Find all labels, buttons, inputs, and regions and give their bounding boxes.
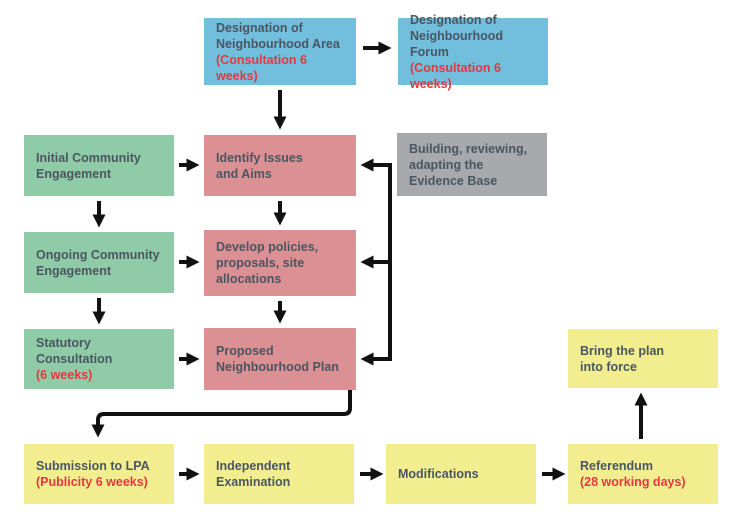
node-bring-into-force: Bring the plan into force (568, 329, 718, 388)
node-modifications: Modifications (386, 444, 536, 504)
node-submission-lpa-label: Submission to LPA (36, 459, 150, 473)
node-statutory-consultation-note: (6 weeks) (36, 368, 93, 382)
node-designation-forum-label: Designation of Neighbourhood Forum (410, 12, 504, 59)
node-independent-examination-label: Independent Examination (216, 459, 291, 489)
node-develop-policies-label: Develop policies, proposals, site alloca… (216, 240, 319, 286)
node-proposed-plan: Proposed Neighbourhood Plan (204, 328, 356, 390)
node-designation-forum: Designation of Neighbourhood Forum (Cons… (398, 13, 548, 91)
node-submission-lpa: Submission to LPA (Publicity 6 weeks) (24, 444, 174, 504)
node-referendum-note: (28 working days) (580, 475, 686, 489)
node-ongoing-engagement: Ongoing Community Engagement (24, 232, 174, 293)
node-statutory-consultation-label: Statutory Consultation (36, 336, 113, 366)
node-designation-area-note: (Consultation 6 weeks) (216, 52, 307, 83)
node-modifications-label: Modifications (398, 467, 479, 481)
node-identify-issues: Identify Issues and Aims (204, 135, 356, 196)
node-independent-examination: Independent Examination (204, 444, 354, 504)
node-designation-area: Designation of Neighbourhood Area (Consu… (204, 18, 356, 85)
node-identify-issues-label: Identify Issues and Aims (216, 150, 303, 181)
node-proposed-plan-label: Proposed Neighbourhood Plan (216, 344, 339, 374)
node-statutory-consultation: Statutory Consultation (6 weeks) (24, 329, 174, 389)
arrow-proposed-to-submission (91, 390, 352, 438)
node-designation-forum-note: (Consultation 6 weeks) (410, 60, 501, 91)
node-evidence-base-label: Building, reviewing, adapting the Eviden… (409, 141, 528, 188)
node-referendum-label: Referendum (580, 459, 653, 473)
node-evidence-base: Building, reviewing, adapting the Eviden… (397, 133, 547, 196)
node-submission-lpa-note: (Publicity 6 weeks) (36, 475, 148, 489)
node-initial-engagement: Initial Community Engagement (24, 135, 174, 196)
node-bring-into-force-label: Bring the plan into force (580, 343, 665, 374)
node-ongoing-engagement-label: Ongoing Community Engagement (36, 247, 160, 278)
node-designation-area-label: Designation of Neighbourhood Area (216, 20, 340, 51)
node-initial-engagement-label: Initial Community Engagement (36, 150, 141, 181)
node-referendum: Referendum (28 working days) (568, 444, 718, 504)
node-develop-policies: Develop policies, proposals, site alloca… (204, 230, 356, 296)
